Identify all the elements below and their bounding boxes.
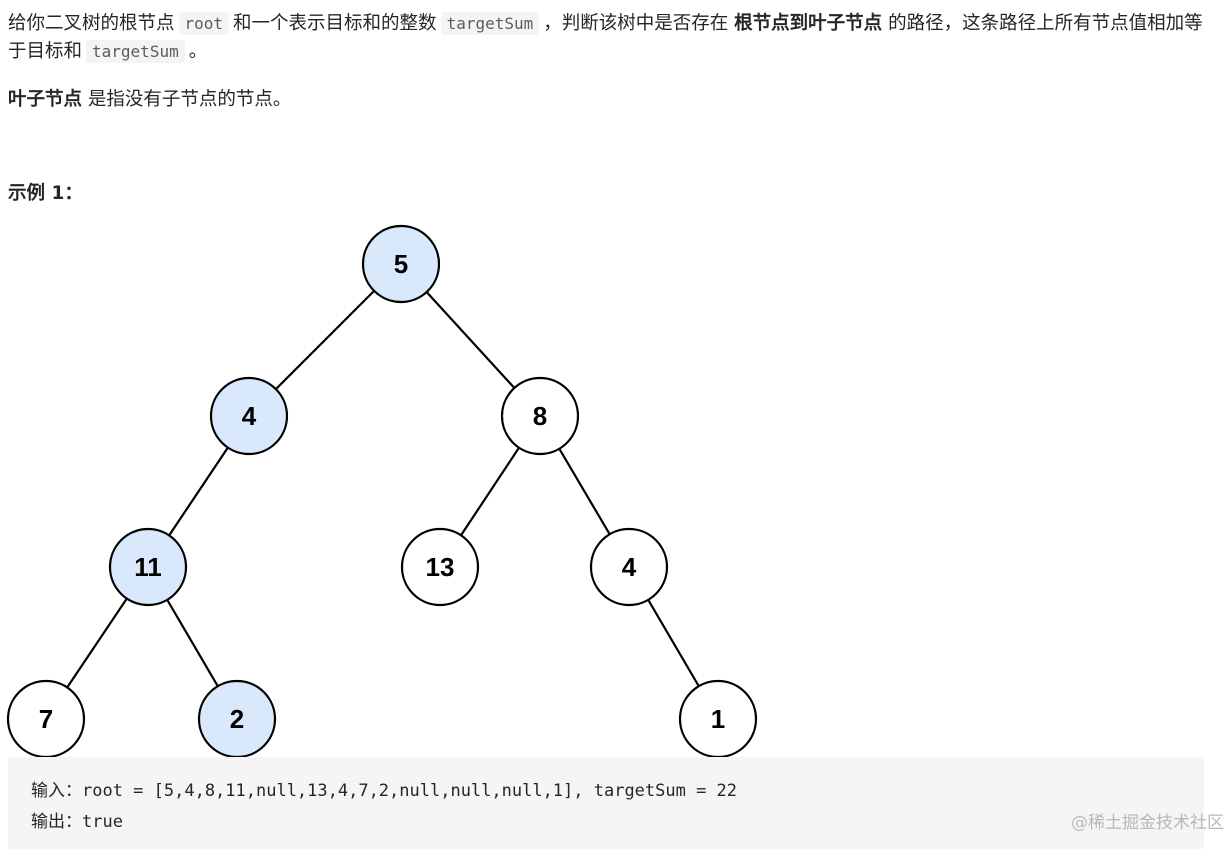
code-target-sum: targetSum xyxy=(440,12,540,35)
leaf-def-text: 是指没有子节点的节点。 xyxy=(87,89,292,110)
binary-tree-diagram: 5 4 8 11 13 4 7 2 1 xyxy=(6,224,758,759)
label-n1: 1 xyxy=(711,704,725,734)
bold-root-to-leaf: 根节点到叶子节点 xyxy=(734,13,883,34)
watermark: @稀土掘金技术社区 xyxy=(1071,813,1224,833)
node-n4a xyxy=(209,376,289,456)
leaf-definition: 叶子节点 是指没有子节点的节点。 xyxy=(8,86,1208,114)
label-n7: 7 xyxy=(39,704,53,734)
tree-labels: 5 4 8 11 13 4 7 2 1 xyxy=(39,249,725,734)
intro-text-2: 和一个表示目标和的整数 xyxy=(233,13,437,34)
node-n11 xyxy=(108,527,188,607)
label-n5: 5 xyxy=(394,249,408,279)
label-n8: 8 xyxy=(533,401,547,431)
node-n5 xyxy=(361,224,441,304)
node-n13 xyxy=(400,527,480,607)
intro-end: 。 xyxy=(188,41,208,62)
intro-text-1: 给你二叉树的根节点 xyxy=(8,13,175,34)
label-n4b: 4 xyxy=(622,552,637,582)
node-n4b xyxy=(589,527,669,607)
tree-edges xyxy=(45,263,719,720)
code-target-sum-2: targetSum xyxy=(86,40,185,63)
leaf-term: 叶子节点 xyxy=(8,89,83,110)
label-n13: 13 xyxy=(426,552,455,582)
label-n11: 11 xyxy=(134,552,162,582)
example-output: 输出：true xyxy=(31,812,123,832)
example-io-box: 输入：root = [5,4,8,11,null,13,4,7,2,null,n… xyxy=(8,757,1204,849)
intro-text-4: 的路径，这条路径上所有节点值相加等于目标和 xyxy=(8,13,1203,62)
example-title: 示例 1： xyxy=(8,183,83,204)
tree-nodes xyxy=(6,224,758,759)
label-n4a: 4 xyxy=(242,401,257,431)
intro-text-3: ，判断该树中是否存在 xyxy=(543,13,729,34)
label-n2: 2 xyxy=(230,704,244,734)
node-n8 xyxy=(500,376,580,456)
example-input: 输入：root = [5,4,8,11,null,13,4,7,2,null,n… xyxy=(31,781,738,801)
code-root: root xyxy=(178,12,230,35)
